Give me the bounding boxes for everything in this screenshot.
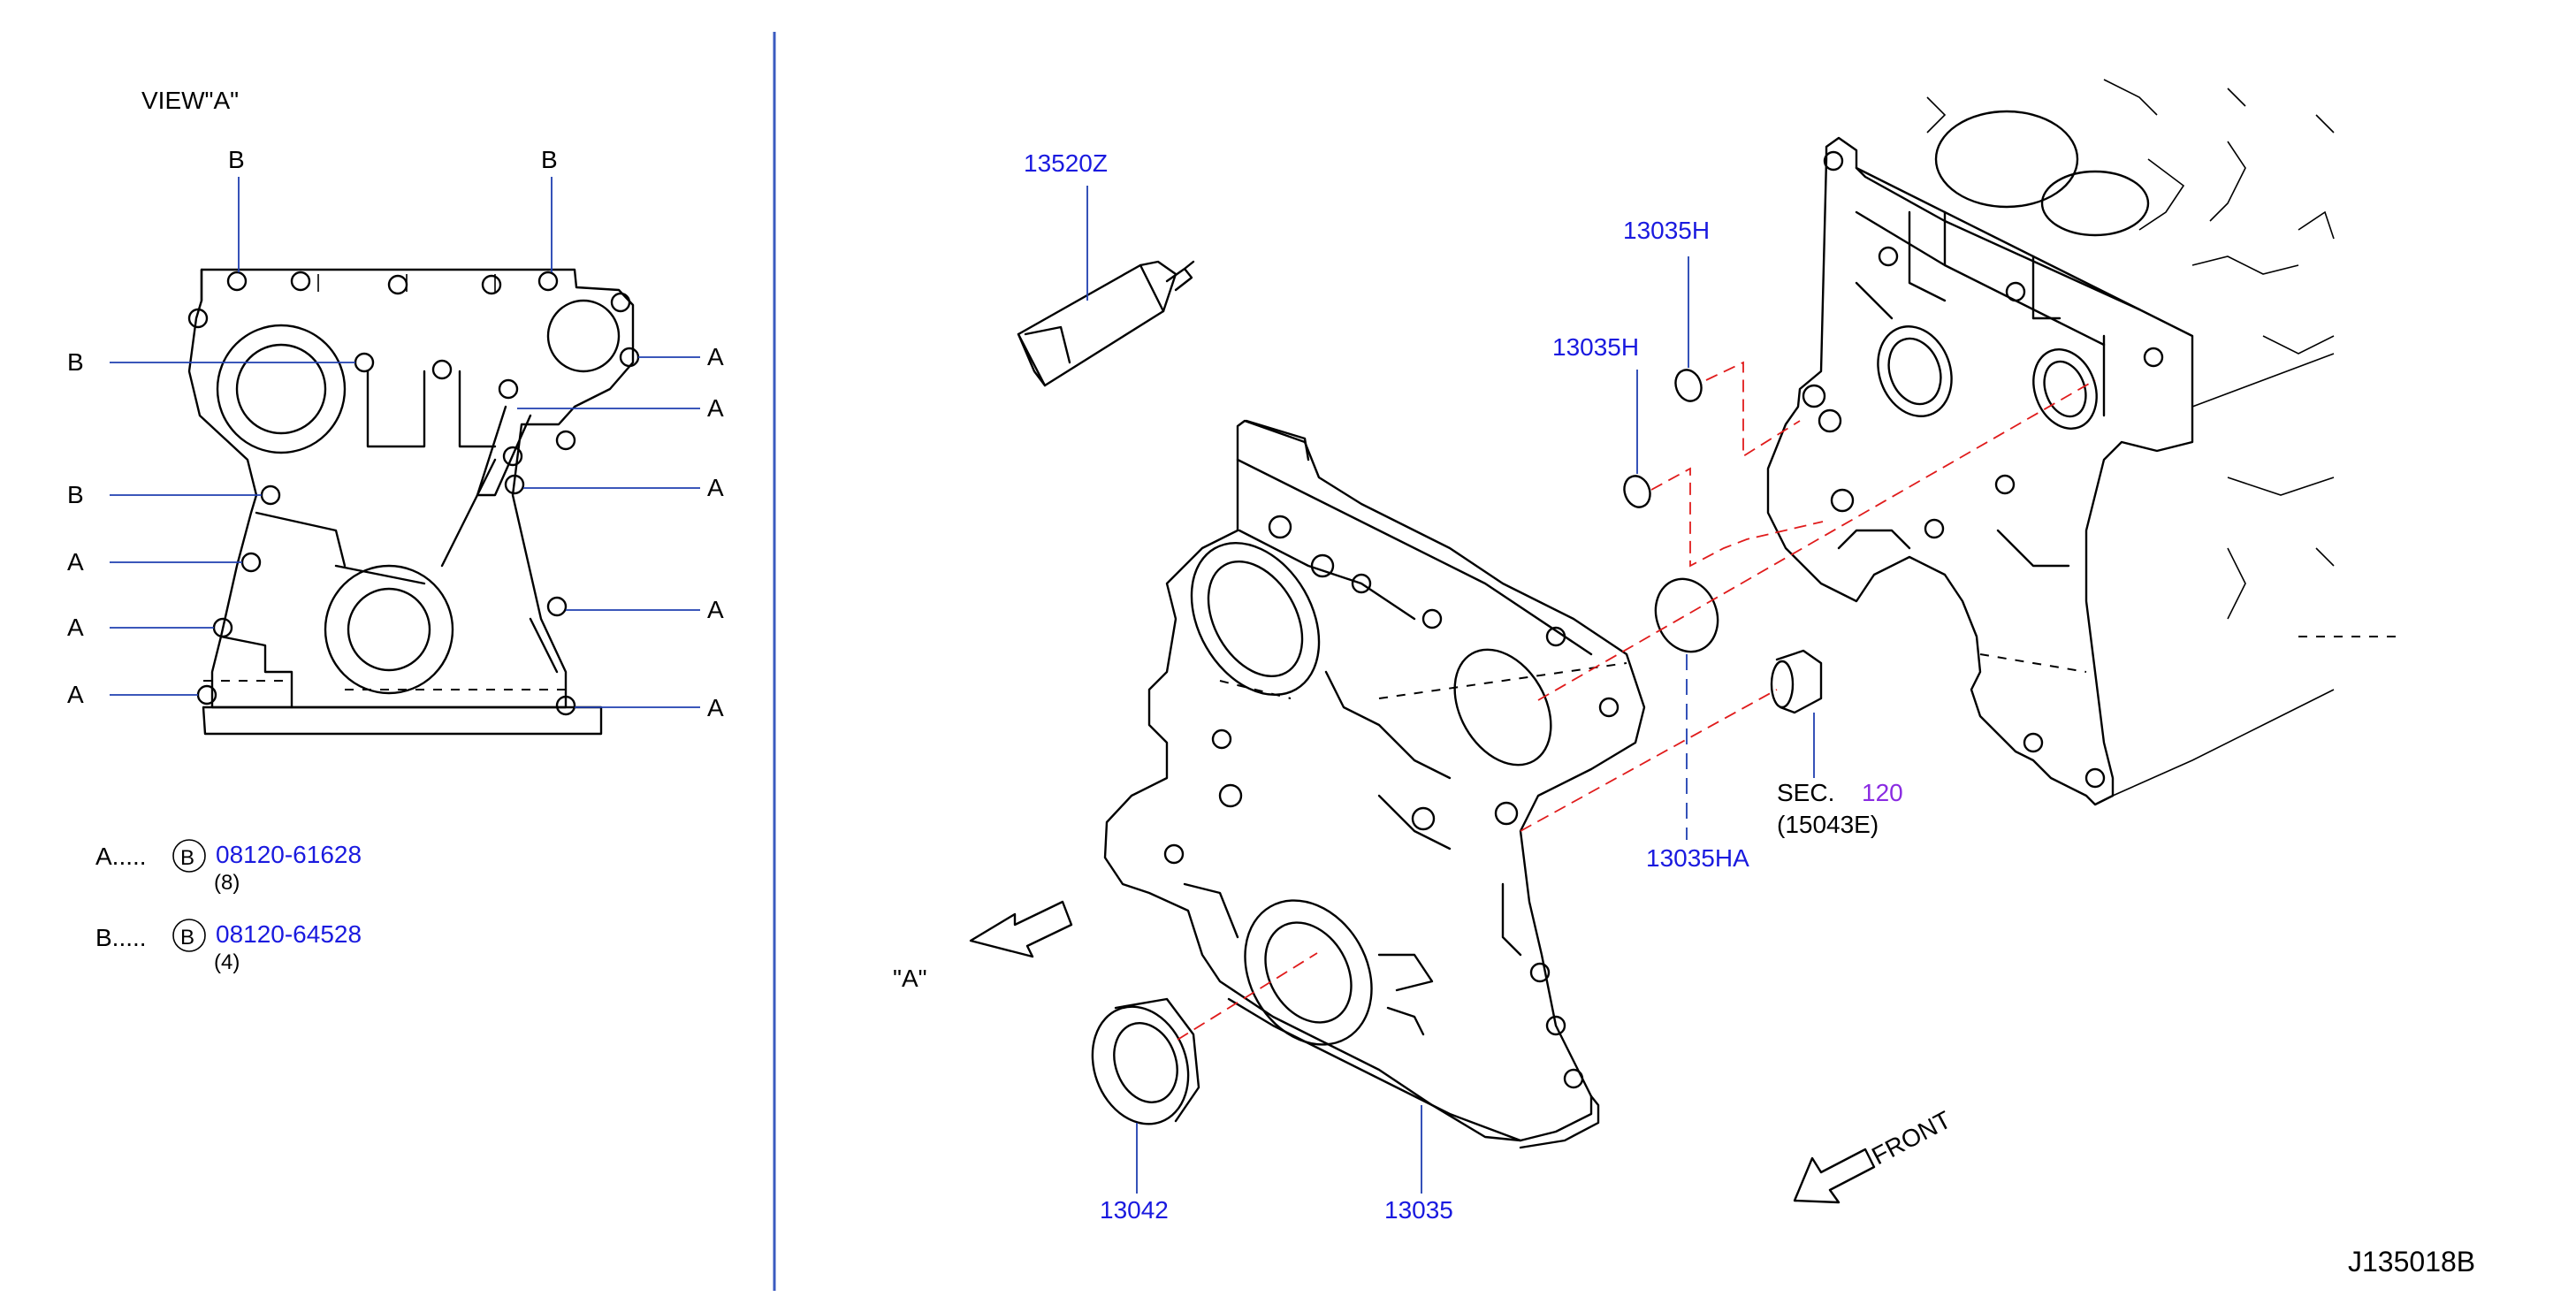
front-label: FRONT bbox=[1867, 1106, 1955, 1171]
bolt-symbol-icon bbox=[172, 839, 206, 873]
view-a-panel: VIEW"A" bbox=[67, 87, 724, 974]
callout-a-left-1: A bbox=[67, 548, 84, 576]
legend-prefix-b: B..... bbox=[95, 924, 147, 951]
legend-symbol-a: B bbox=[180, 846, 194, 870]
callout-b-left-1: B bbox=[67, 348, 84, 376]
part-label-front-cover[interactable]: 13035 bbox=[1384, 1196, 1453, 1224]
o-ring-lower-drawing bbox=[1623, 475, 1651, 508]
section-ref-number[interactable]: 120 bbox=[1862, 779, 1903, 806]
part-label-o-ring-upper[interactable]: 13035H bbox=[1623, 217, 1710, 244]
front-cover-drawing bbox=[1103, 419, 1646, 1149]
part-label-o-ring-large[interactable]: 13035HA bbox=[1646, 844, 1749, 872]
sealant-tube-drawing bbox=[1017, 260, 1195, 387]
part-label-o-ring-lower[interactable]: 13035H bbox=[1552, 333, 1639, 361]
drawing-id: J135018B bbox=[2348, 1246, 2475, 1278]
bolt-legend: A..... B 08120-61628 (8) B..... B 08120-… bbox=[95, 839, 362, 974]
o-ring-upper-drawing bbox=[1674, 369, 1703, 402]
legend-row-a: A..... B 08120-61628 (8) bbox=[95, 839, 362, 895]
callout-a-right-2: A bbox=[707, 394, 724, 422]
collar-drawing bbox=[1770, 649, 1823, 714]
callout-b-top-right: B bbox=[541, 146, 558, 173]
view-a-marker: "A" bbox=[893, 965, 927, 992]
o-ring-large-drawing bbox=[1654, 577, 1719, 653]
legend-qty-b: (4) bbox=[214, 950, 240, 974]
callout-a-right-4: A bbox=[707, 596, 724, 623]
oil-seal-drawing bbox=[1091, 997, 1200, 1125]
legend-part-number-b[interactable]: 08120-64528 bbox=[216, 920, 362, 948]
legend-symbol-b: B bbox=[180, 926, 194, 950]
section-ref-prefix: SEC. bbox=[1777, 779, 1834, 806]
callout-a-right-1: A bbox=[707, 343, 724, 370]
callout-a-left-2: A bbox=[67, 614, 84, 641]
legend-prefix-a: A..... bbox=[95, 843, 147, 870]
exploded-view-panel: 13520Z bbox=[893, 79, 2475, 1278]
bolt-symbol-icon bbox=[172, 919, 206, 952]
view-a-arrow-icon bbox=[969, 900, 1073, 958]
part-label-oil-seal[interactable]: 13042 bbox=[1100, 1196, 1169, 1224]
view-a-callouts: B B B B A A A A A A A A bbox=[67, 146, 724, 721]
callout-a-right-5: A bbox=[707, 694, 724, 721]
legend-part-number-a[interactable]: 08120-61628 bbox=[216, 841, 362, 868]
part-label-sealant[interactable]: 13520Z bbox=[1024, 149, 1108, 177]
legend-qty-a: (8) bbox=[214, 871, 240, 895]
alignment-lines bbox=[1177, 361, 2096, 1041]
section-ref-sub: (15043E) bbox=[1777, 811, 1879, 838]
engine-block-drawing bbox=[1766, 79, 2405, 806]
front-arrow-icon bbox=[1793, 1148, 1876, 1204]
callout-b-top-left: B bbox=[228, 146, 245, 173]
callout-a-left-3: A bbox=[67, 681, 84, 708]
callout-b-left-2: B bbox=[67, 481, 84, 508]
view-a-cover-drawing bbox=[187, 268, 640, 736]
view-a-title: VIEW"A" bbox=[141, 87, 239, 114]
callout-a-right-3: A bbox=[707, 474, 724, 501]
legend-row-b: B..... B 08120-64528 (4) bbox=[95, 919, 362, 974]
